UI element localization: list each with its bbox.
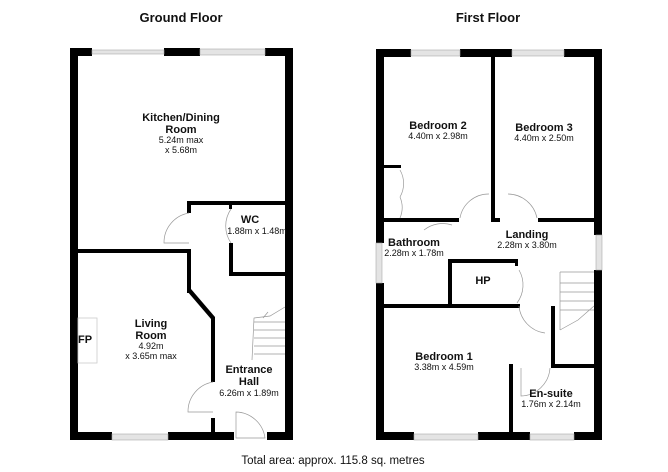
room-bedroom-1: Bedroom 1 3.38m x 4.59m bbox=[414, 351, 474, 372]
living-room-window bbox=[111, 433, 169, 441]
first-floor-interior-walls bbox=[384, 56, 596, 434]
total-area: Total area: approx. 115.8 sq. metres bbox=[241, 455, 424, 467]
fireplace-label: FP bbox=[78, 334, 92, 346]
room-dimensions: 4.40m x 2.98m bbox=[408, 131, 468, 141]
bedroom1-door-icon bbox=[518, 305, 546, 334]
room-en-suite: En-suite 1.76m x 2.14m bbox=[521, 388, 581, 409]
room-living: Living Room 4.92m x 3.65m max bbox=[125, 318, 177, 361]
wardrobe-door-icon bbox=[399, 196, 403, 219]
room-name: Bedroom 3 bbox=[515, 122, 572, 134]
living-room-door-icon bbox=[187, 381, 214, 413]
bedroom1-window bbox=[413, 433, 479, 441]
first-floor-plan: First Floor bbox=[375, 10, 603, 441]
kitchen-window-right bbox=[199, 48, 266, 56]
landing-window bbox=[595, 234, 603, 271]
wardrobe-door-icon bbox=[399, 169, 404, 198]
ensuite-window bbox=[529, 433, 575, 441]
room-kitchen-dining: Kitchen/Dining Room 5.24m max x 5.68m bbox=[142, 112, 220, 155]
ground-floor-plan: Ground Floor bbox=[70, 10, 293, 441]
room-name: Entrance bbox=[225, 364, 272, 376]
room-name: En-suite bbox=[529, 388, 572, 400]
ground-floor-stairs-icon bbox=[251, 306, 286, 361]
room-name: Landing bbox=[506, 229, 549, 241]
room-name: Hall bbox=[239, 376, 259, 388]
room-wc: WC 1.88m x 1.48m bbox=[227, 214, 287, 236]
room-name: HP bbox=[475, 275, 490, 287]
first-floor-stairs-icon bbox=[559, 271, 595, 331]
room-name: Bedroom 1 bbox=[415, 351, 472, 363]
first-floor-outer-walls bbox=[376, 49, 602, 440]
room-dimensions: 5.24m max bbox=[159, 135, 204, 145]
room-dimensions: 1.88m x 1.48m bbox=[227, 226, 287, 236]
room-name: Bathroom bbox=[388, 237, 440, 249]
room-dimensions: 1.76m x 2.14m bbox=[521, 399, 581, 409]
room-bathroom: Bathroom 2.28m x 1.78m bbox=[384, 237, 444, 258]
bedroom2-door-icon bbox=[459, 193, 490, 219]
bedroom2-window bbox=[410, 49, 461, 57]
ground-floor-interior-walls bbox=[78, 201, 287, 434]
bedroom3-door-icon bbox=[507, 193, 538, 219]
room-name: Living bbox=[135, 318, 167, 330]
room-entrance-hall: Entrance Hall 6.26m x 1.89m bbox=[219, 364, 279, 398]
ground-floor-outer-walls bbox=[70, 48, 293, 440]
ensuite-door-icon bbox=[520, 367, 551, 397]
wc-door-icon bbox=[225, 208, 232, 244]
room-dimensions: 4.92m bbox=[138, 341, 163, 351]
room-name: Bedroom 2 bbox=[409, 120, 466, 132]
bathroom-window bbox=[375, 242, 383, 284]
ground-floor-doors bbox=[163, 208, 266, 439]
kitchen-window-left bbox=[91, 49, 165, 55]
room-dimensions: x 3.65m max bbox=[125, 351, 177, 361]
room-name: WC bbox=[241, 214, 259, 226]
fireplace bbox=[77, 317, 98, 364]
bedroom3-window bbox=[511, 49, 565, 57]
room-dimensions: 2.28m x 3.80m bbox=[497, 240, 557, 250]
room-bedroom-3: Bedroom 3 4.40m x 2.50m bbox=[514, 122, 574, 143]
room-dimensions: 2.28m x 1.78m bbox=[384, 248, 444, 258]
room-name: Room bbox=[135, 330, 166, 342]
room-bedroom-2: Bedroom 2 4.40m x 2.98m bbox=[408, 120, 468, 141]
room-landing: Landing 2.28m x 3.80m bbox=[497, 229, 557, 250]
room-name: Room bbox=[165, 124, 196, 136]
first-floor-title: First Floor bbox=[456, 10, 520, 25]
room-dimensions: 4.40m x 2.50m bbox=[514, 133, 574, 143]
ground-floor-title: Ground Floor bbox=[139, 10, 222, 25]
front-door-icon bbox=[235, 411, 266, 439]
room-dimensions: 6.26m x 1.89m bbox=[219, 388, 279, 398]
room-name: Kitchen/Dining bbox=[142, 112, 220, 124]
room-dimensions: 3.38m x 4.59m bbox=[414, 362, 474, 372]
room-hp: HP bbox=[475, 275, 490, 287]
first-floor-doors bbox=[399, 169, 551, 397]
bathroom-door-icon bbox=[423, 223, 453, 231]
room-dimensions: x 5.68m bbox=[165, 145, 197, 155]
hp-door-icon bbox=[516, 269, 524, 304]
kitchen-door-icon bbox=[163, 212, 190, 244]
